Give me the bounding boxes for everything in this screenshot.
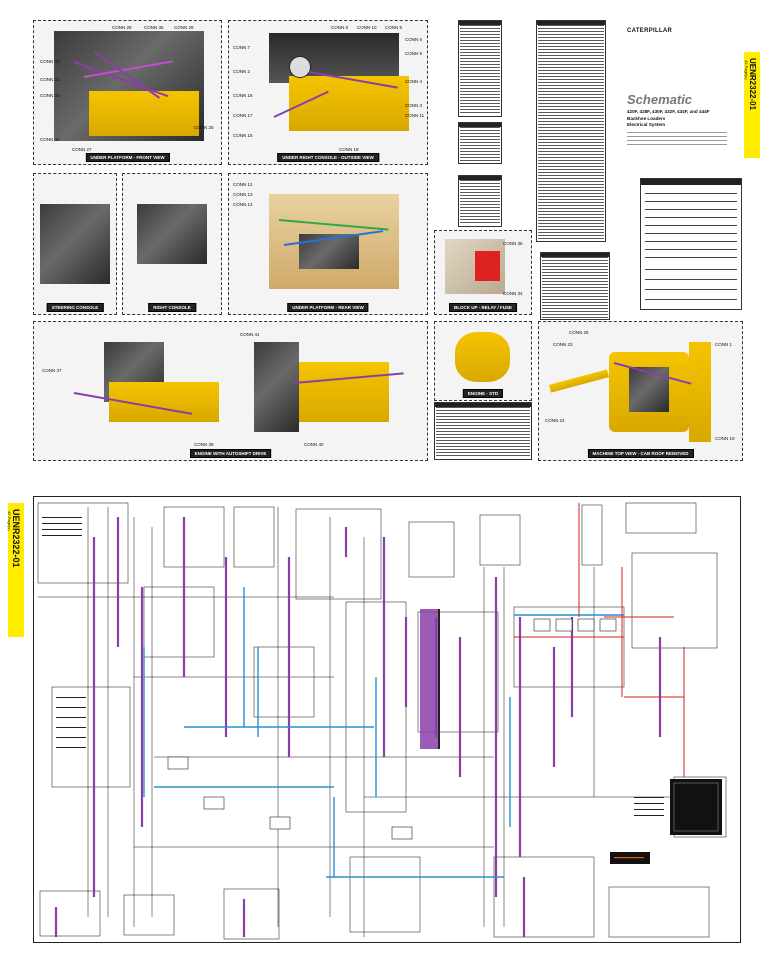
conn-label: CONN 4 <box>405 79 423 84</box>
view-under-platform-front: CONN 35 CONN 28 CONN 29 CONN 33 CONN 31 … <box>33 20 222 165</box>
view-steering-console: STEERING CONSOLE <box>33 173 117 315</box>
conn-label: CONN 24 <box>545 418 565 423</box>
conn-label: CONN 32 <box>40 137 60 142</box>
conn-label: CONN 12 <box>233 182 253 187</box>
view-caption: UNDER PLATFORM - FRONT VIEW <box>85 153 170 162</box>
conn-label: CONN 37 <box>42 368 62 373</box>
conn-label: CONN 33 <box>40 59 60 64</box>
document-title: Schematic <box>627 92 693 107</box>
conn-label: CONN 15 <box>233 133 253 138</box>
conn-label: CONN 27 <box>72 147 92 152</box>
symbols-legend <box>640 178 742 310</box>
view-engine-autoshift: CONN 37 CONN 41 CONN 38 CONN 40 ENGINE W… <box>33 321 428 461</box>
models-line: Electrical System <box>627 122 666 127</box>
conn-label: CONN 2 <box>233 69 251 74</box>
conn-label: CONN 36 <box>503 241 523 246</box>
conn-label: CONN 25 <box>194 125 214 130</box>
conn-label: CONN 26 <box>569 330 589 335</box>
connector-table <box>458 175 502 227</box>
view-caption: ENGINE - STD <box>462 389 504 398</box>
conn-label: CONN 11 <box>405 113 425 118</box>
view-caption: MACHINE TOP VIEW - CAB ROOF REMOVED <box>587 449 694 458</box>
conn-label: CONN 31 <box>40 77 60 82</box>
conn-label: CONN 19 <box>715 436 735 441</box>
view-caption: STEERING CONSOLE <box>46 303 104 312</box>
connector-table <box>458 20 502 117</box>
component-table <box>536 20 606 242</box>
pages-note: 42 Page(s) <box>7 511 12 531</box>
conn-label: CONN 23 <box>553 342 573 347</box>
conn-label: CONN 1 <box>715 342 733 347</box>
view-right-console: RIGHT CONSOLE <box>122 173 222 315</box>
conn-label: CONN 3 <box>405 103 423 108</box>
view-machine-top: CONN 26 CONN 23 CONN 24 CONN 1 CONN 19 M… <box>538 321 743 461</box>
conn-label: CONN 17 <box>233 113 253 118</box>
schematic-diagram <box>37 502 727 940</box>
view-under-platform-rear: CONN 12 CONN 13 CONN 14 UNDER PLATFORM -… <box>228 173 428 315</box>
connector-table <box>458 122 502 164</box>
conn-label: CONN 34 <box>503 291 523 296</box>
conn-label: CONN 41 <box>240 332 260 337</box>
conn-label: CONN 5 <box>385 25 403 30</box>
brand-logo: CATERPILLAR <box>627 28 673 34</box>
title-block: CATERPILLAR Schematic 420F, 428F, 430F, … <box>617 28 742 173</box>
doc-number-tab-bottom: UENR2322-01 42 Page(s) <box>7 503 24 637</box>
conn-label: CONN 38 <box>194 442 214 447</box>
conn-label: CONN 14 <box>233 202 253 207</box>
conn-label: CONN 10 <box>357 25 377 30</box>
conn-label: CONN 28 <box>112 25 132 30</box>
models-line: Backhoe Loaders <box>627 116 666 121</box>
conn-label: CONN 6 <box>405 37 423 42</box>
models-line: 420F, 428F, 430F, 432F, 434F, and 444F <box>627 109 710 114</box>
conn-label: CONN 7 <box>233 45 251 50</box>
view-caption: UNDER PLATFORM - REAR VIEW <box>287 303 369 312</box>
component-table <box>540 252 610 320</box>
view-caption: BLOCK UP - RELAY / FUSE <box>449 303 517 312</box>
conn-label: CONN 29 <box>174 25 194 30</box>
conn-label: CONN 16 <box>233 93 253 98</box>
doc-number-tab: UENR2322-01 42 Page(s) <box>744 52 760 158</box>
conn-label: CONN 18 <box>339 147 359 152</box>
view-caption: ENGINE WITH AUTOSHIFT DRIVE <box>189 449 272 458</box>
view-caption: UNDER RIGHT CONSOLE - OUTSIDE VIEW <box>277 153 379 162</box>
schematic-sheet <box>33 496 741 943</box>
conn-label: CONN 40 <box>304 442 324 447</box>
doc-number: UENR2322-01 <box>748 58 757 111</box>
conn-label: CONN 9 <box>405 51 423 56</box>
harness-table <box>434 402 532 460</box>
conn-label: CONN 30 <box>40 93 60 98</box>
conn-label: CONN 8 <box>331 25 349 30</box>
doc-number: UENR2322-01 <box>11 509 21 568</box>
view-engine-std: ENGINE - STD <box>434 321 532 401</box>
view-under-right-console-outside: CONN 8 CONN 10 CONN 5 CONN 6 CONN 7 CONN… <box>228 20 428 165</box>
conn-label: CONN 13 <box>233 192 253 197</box>
pages-note: 42 Page(s) <box>744 60 749 80</box>
view-caption: RIGHT CONSOLE <box>148 303 196 312</box>
conn-label: CONN 35 <box>144 25 164 30</box>
view-block-up-relay-fuse: CONN 36 CONN 34 BLOCK UP - RELAY / FUSE <box>434 230 532 315</box>
